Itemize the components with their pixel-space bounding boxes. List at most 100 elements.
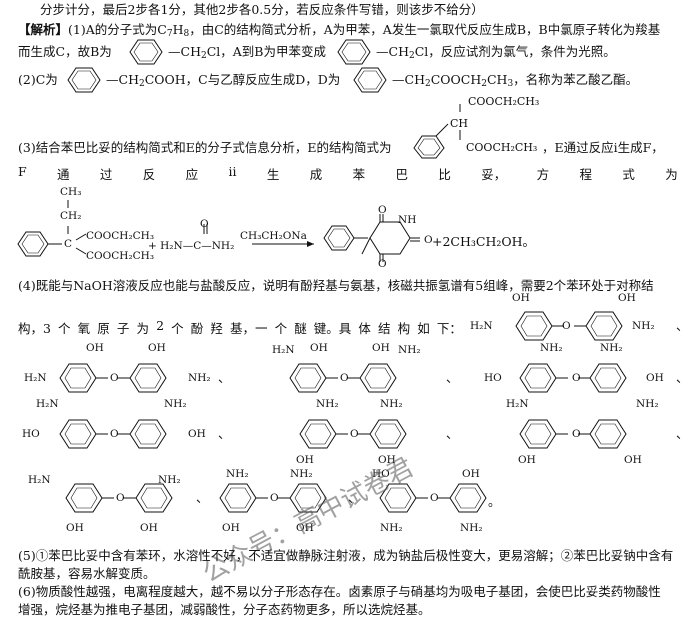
compound-e-structure xyxy=(413,104,461,159)
p6-b: 增强，烷烃基为推电子基团，减弱酸性，分子态药物更多，所以选烷烃基。 xyxy=(18,602,431,617)
m4-oh: OH xyxy=(646,372,664,384)
p4-line2-word: 体 xyxy=(358,321,371,336)
p3-line2-word: 为 xyxy=(665,167,678,182)
p4-line2-word: 个 xyxy=(58,321,71,336)
sep-3: 、 xyxy=(446,370,459,385)
m5-ho: HO xyxy=(22,428,40,440)
p4-line2-word: 羟 xyxy=(210,321,223,336)
m4-ho: HO xyxy=(484,372,502,384)
p4-line2-word: 2 xyxy=(156,318,165,333)
m3-nh2: NH₂ xyxy=(398,344,421,356)
p1-sub1: 7 xyxy=(166,29,173,39)
p1-r1e: Cl xyxy=(206,44,221,59)
m7-oh1: OH xyxy=(518,454,536,466)
m3-oh1: OH xyxy=(310,342,328,354)
p2-e3e: ，名称为苯乙酸乙酯。 xyxy=(513,72,639,87)
benzene-ring-icon xyxy=(353,67,387,93)
p1-sub2: 8 xyxy=(183,29,190,39)
m6-o: O xyxy=(350,428,359,440)
p4-line2-word: 原 xyxy=(97,321,110,336)
p4-line2-word: 个 xyxy=(171,321,184,336)
structure-7 xyxy=(519,419,627,449)
m6-oh1: OH xyxy=(296,454,314,466)
p4-line2-word: 氧 xyxy=(77,321,91,336)
m3-h2n: H₂N xyxy=(272,344,295,356)
m9-o: O xyxy=(270,492,279,504)
sep-7: 、 xyxy=(676,426,689,441)
structure-4 xyxy=(519,363,627,393)
m10-o: O xyxy=(430,492,439,504)
structure-2 xyxy=(59,363,167,393)
m1-nh2: NH₂ xyxy=(632,320,655,332)
prod-nh: NH xyxy=(398,214,417,226)
eq-urea: + H₂N—C—NH₂ xyxy=(148,240,235,252)
p2-cooh: —CH2COOH，C与乙醇反应生成D，D为 xyxy=(106,72,340,92)
p3-line2-word: 程 xyxy=(579,167,593,182)
p1-a2: H xyxy=(172,22,184,37)
p2-e1s: 2 xyxy=(424,79,431,89)
p4-line2-word: 酚 xyxy=(190,321,204,336)
p3-line2-word: 苯 xyxy=(352,167,366,182)
benzene-ring-icon xyxy=(129,39,163,65)
p4-line2-word: 子 xyxy=(116,321,130,336)
p2-e2s: 2 xyxy=(481,79,487,89)
p3-line2-word: 应 xyxy=(185,167,199,182)
m9-oh2: OH xyxy=(296,522,314,534)
m10-nh2b: NH₂ xyxy=(460,522,483,534)
m1-o: O xyxy=(562,320,571,332)
p1-b-r1: —CH2Cl，A到B为甲苯变成 xyxy=(168,44,326,64)
m4-o: O xyxy=(572,372,581,384)
p2-e3s: 3 xyxy=(507,79,514,89)
m3-o: O xyxy=(340,372,349,384)
p4-line2-word: 基，一 xyxy=(229,321,268,336)
m8-oh1: OH xyxy=(66,522,84,534)
p4-line2-word: 键。具 xyxy=(313,321,352,336)
sep-5: 、 xyxy=(218,426,231,441)
p4-line2-word: 结 xyxy=(378,321,391,336)
p3-line2-word: 方 xyxy=(536,167,550,182)
m6-oh2: OH xyxy=(378,454,396,466)
p2-e1: —CH xyxy=(392,72,425,87)
eq-c: C xyxy=(64,238,73,250)
prod-o3: O xyxy=(378,258,387,270)
m1-oh1: OH xyxy=(512,292,530,304)
m8-o: O xyxy=(116,492,125,504)
m5-nh2: NH₂ xyxy=(164,398,187,410)
p2-c1: —CH xyxy=(106,72,139,87)
e-ch: CH xyxy=(450,117,469,130)
eq-plus-ethanol: +2CH₃CH₂OH。 xyxy=(432,234,536,249)
p2-ester: —CH2COOCH2CH3，名称为苯乙酸乙酯。 xyxy=(392,72,638,92)
m8-h2n: H₂N xyxy=(28,474,51,486)
sep-1: 、 xyxy=(676,318,689,333)
m8-oh2: OH xyxy=(140,522,158,534)
p3-line2-word: 成 xyxy=(309,167,323,182)
m2-oh1: OH xyxy=(86,342,104,354)
p1-r2: —CH xyxy=(376,44,409,59)
structure-8 xyxy=(65,483,173,513)
p1-a3: ，由C的结构简式分析，A为甲苯，A发生一氯取代反应生成B，B中氯原子转化为羧基 xyxy=(189,22,661,37)
m10-ho: HO xyxy=(372,468,390,480)
m6-nh2a: NH₂ xyxy=(316,398,339,410)
m4-nh2b: NH₂ xyxy=(600,342,623,354)
p4-line2-word: 醚 xyxy=(294,321,307,336)
eq-ch3: CH₃ xyxy=(60,186,82,198)
p3-line2-word: 过 xyxy=(99,167,113,182)
p3-line2-word: 反 xyxy=(142,167,156,182)
p4-line2-word: 如 xyxy=(417,321,430,336)
p2-e1e: COOCH xyxy=(430,72,482,87)
benzene-ring-icon xyxy=(67,67,101,93)
reaction-equation-diagram xyxy=(17,200,420,262)
p4-line2-word: 构，3 xyxy=(18,321,51,336)
eq-condition: CH₃CH₂ONa xyxy=(240,230,307,242)
p5-b: 酰胺基，容易水解变质。 xyxy=(18,566,156,581)
eq-o: O xyxy=(200,218,209,230)
p3-line2-word: 式 xyxy=(622,167,635,182)
m8-nh2: NH₂ xyxy=(158,474,181,486)
p1-r1s: 2 xyxy=(200,51,207,61)
m2-nh2: NH₂ xyxy=(188,372,211,384)
sep-4: 、 xyxy=(676,370,689,385)
p2-a: (2)C为 xyxy=(18,72,58,87)
m9-nh2b: NH₂ xyxy=(290,468,313,480)
analysis-tag: 【解析】 xyxy=(18,22,69,37)
